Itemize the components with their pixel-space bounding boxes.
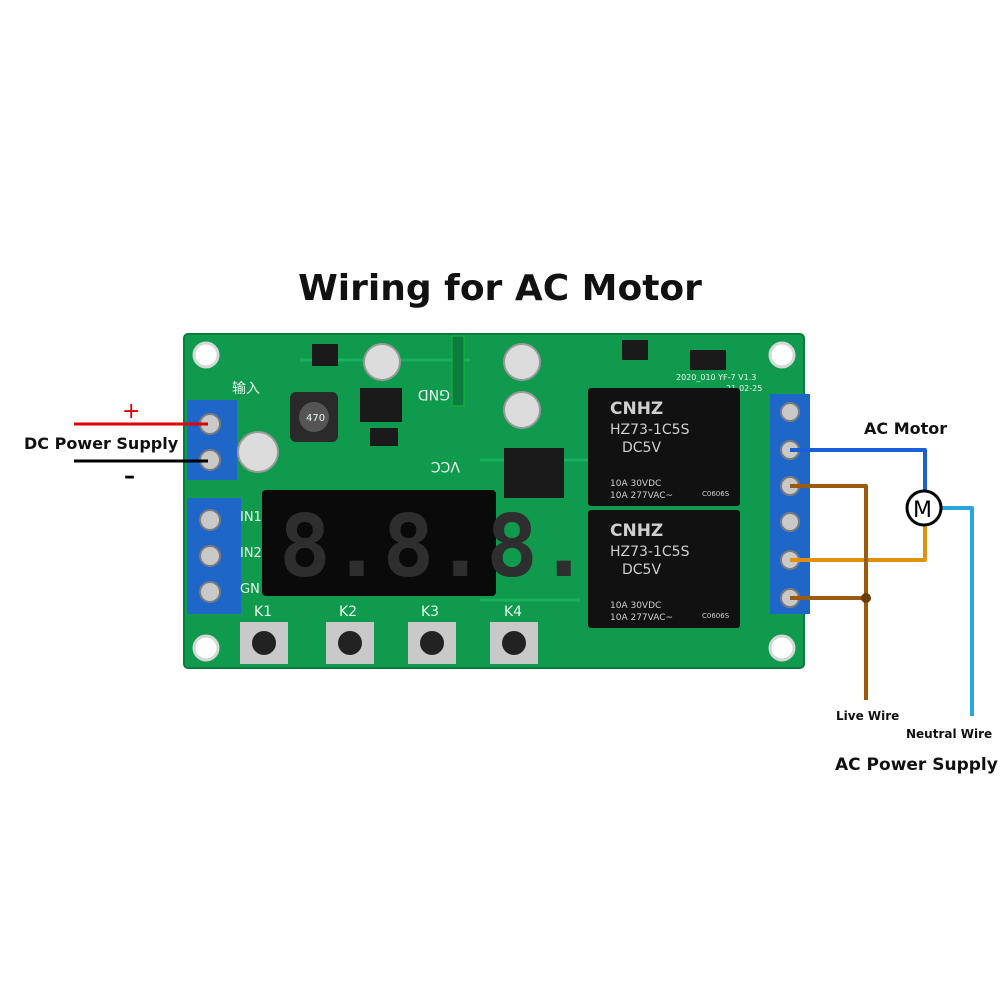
ac-motor-label: AC Motor bbox=[864, 419, 947, 438]
relay-1-model: HZ73-1C5S bbox=[610, 422, 690, 438]
in1-label: IN1 bbox=[240, 510, 262, 525]
relay-2-brand: CNHZ bbox=[610, 521, 663, 541]
button-k2[interactable]: K2 bbox=[326, 604, 374, 664]
junction-dot bbox=[861, 593, 871, 603]
relay-1-rating1: 10A 30VDC bbox=[610, 479, 661, 489]
button-row: K1 K2 K3 K4 bbox=[240, 604, 538, 664]
header-pins bbox=[451, 335, 465, 407]
motor-return-wire bbox=[790, 526, 927, 562]
relay-2-coil: DC5V bbox=[622, 562, 661, 578]
dc-input-terminal bbox=[187, 400, 237, 480]
button-k3[interactable]: K3 bbox=[408, 604, 456, 664]
relay-2-rating1: 10A 30VDC bbox=[610, 601, 661, 611]
button-k2-label: K2 bbox=[339, 604, 357, 620]
relay-2: CNHZ HZ73-1C5S DC5V 10A 30VDC 10A 277VAC… bbox=[588, 510, 740, 628]
ac-wiring bbox=[790, 448, 974, 716]
silk-date: 21-02-25 bbox=[726, 384, 762, 393]
input-label: 输入 bbox=[232, 381, 260, 397]
motor-icon bbox=[905, 489, 943, 527]
relay-1-coil: DC5V bbox=[622, 440, 661, 456]
capacitor bbox=[503, 391, 541, 429]
motor-symbol: M bbox=[913, 498, 932, 523]
neutral-wire-label: Neutral Wire bbox=[906, 727, 992, 741]
motor-feed-wire bbox=[790, 448, 927, 490]
gnd-in-label: GN bbox=[240, 582, 260, 597]
relay-2-model: HZ73-1C5S bbox=[610, 544, 690, 560]
transistor bbox=[690, 350, 726, 370]
page-title: Wiring for AC Motor bbox=[298, 268, 702, 309]
capacitor bbox=[363, 343, 401, 381]
diode bbox=[622, 340, 648, 360]
relay-1-code: C0606S bbox=[702, 490, 730, 498]
inductor-label: 470 bbox=[306, 413, 325, 424]
relay-1-brand: CNHZ bbox=[610, 399, 663, 419]
live-wire-label: Live Wire bbox=[836, 709, 899, 723]
capacitor bbox=[503, 343, 541, 381]
gnd-label: GND bbox=[418, 386, 450, 402]
chip bbox=[312, 344, 338, 366]
button-k1[interactable]: K1 bbox=[240, 604, 288, 664]
relay-2-code: C0606S bbox=[702, 612, 730, 620]
neutral-wire bbox=[942, 506, 974, 716]
relay-board: 470 GND VCC 输入 IN1 IN2 GN 2020_010 YF-7 … bbox=[183, 333, 810, 669]
button-k1-label: K1 bbox=[254, 604, 272, 620]
ac-power-supply: Live Wire Neutral Wire AC Power Supply bbox=[835, 709, 998, 775]
relay-2-rating2: 10A 277VAC~ bbox=[610, 613, 673, 623]
chip bbox=[360, 388, 402, 422]
vcc-label: VCC bbox=[431, 458, 460, 474]
button-k4[interactable]: K4 bbox=[490, 604, 538, 664]
dc-power-wires: + – DC Power Supply bbox=[24, 399, 208, 489]
microcontroller bbox=[504, 448, 564, 498]
chip bbox=[370, 428, 398, 446]
in2-label: IN2 bbox=[240, 546, 262, 561]
dc-power-supply-label: DC Power Supply bbox=[24, 434, 179, 453]
dc-plus-symbol: + bbox=[122, 399, 140, 424]
ac-power-supply-label: AC Power Supply bbox=[835, 755, 998, 775]
relay-1: CNHZ HZ73-1C5S DC5V 10A 30VDC 10A 277VAC… bbox=[588, 388, 740, 506]
button-k3-label: K3 bbox=[421, 604, 439, 620]
button-k4-label: K4 bbox=[504, 604, 522, 620]
capacitor bbox=[237, 431, 279, 473]
silk-version: 2020_010 YF-7 V1.3 bbox=[676, 373, 756, 382]
relay-output-terminal bbox=[770, 394, 810, 614]
dc-minus-symbol: – bbox=[124, 464, 135, 489]
signal-input-terminal bbox=[187, 498, 241, 614]
mounting-holes bbox=[192, 341, 796, 662]
live-wire bbox=[790, 484, 868, 700]
relay-1-rating2: 10A 277VAC~ bbox=[610, 491, 673, 501]
ac-motor: M AC Motor bbox=[864, 419, 947, 527]
